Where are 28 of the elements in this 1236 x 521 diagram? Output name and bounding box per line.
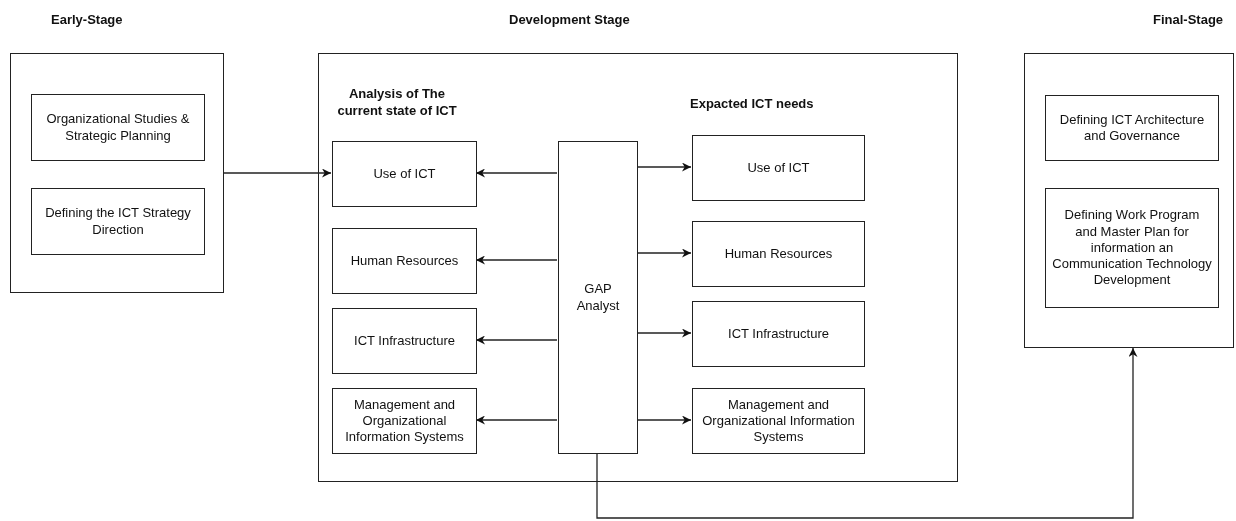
process-box: Management and Organizational Information Systems (332, 388, 477, 454)
process-box: Management and Organizational Information Systems (692, 388, 865, 454)
arrow (475, 168, 558, 178)
process-box: Organizational Studies & Strategic Planning (31, 94, 205, 161)
process-box: Defining the ICT Strategy Direction (31, 188, 205, 255)
stage-heading: Early-Stage (51, 12, 123, 27)
process-box: Human Resources (692, 221, 865, 287)
arrow (475, 415, 558, 425)
process-box: Use of ICT (332, 141, 477, 207)
arrow (475, 335, 558, 345)
column-heading: Analysis of The current state of ICT (336, 86, 458, 120)
arrow (596, 347, 1138, 519)
arrow (475, 255, 558, 265)
column-heading: Expacted ICT needs (690, 96, 815, 113)
stage-heading: Final-Stage (1153, 12, 1224, 27)
process-box: Human Resources (332, 228, 477, 294)
arrow (636, 415, 692, 425)
arrow (636, 328, 692, 338)
arrow (223, 168, 332, 178)
stage-heading: Development Stage (509, 12, 630, 27)
process-box: ICT Infrastructure (332, 308, 477, 374)
process-box: GAP Analyst (558, 141, 638, 454)
process-box: Defining ICT Architecture and Governance (1045, 95, 1219, 161)
arrow (636, 162, 692, 172)
process-box: Defining Work Program and Master Plan for information an Communication Technology Development (1045, 188, 1219, 308)
process-box: Use of ICT (692, 135, 865, 201)
arrow (636, 248, 692, 258)
process-box: ICT Infrastructure (692, 301, 865, 367)
